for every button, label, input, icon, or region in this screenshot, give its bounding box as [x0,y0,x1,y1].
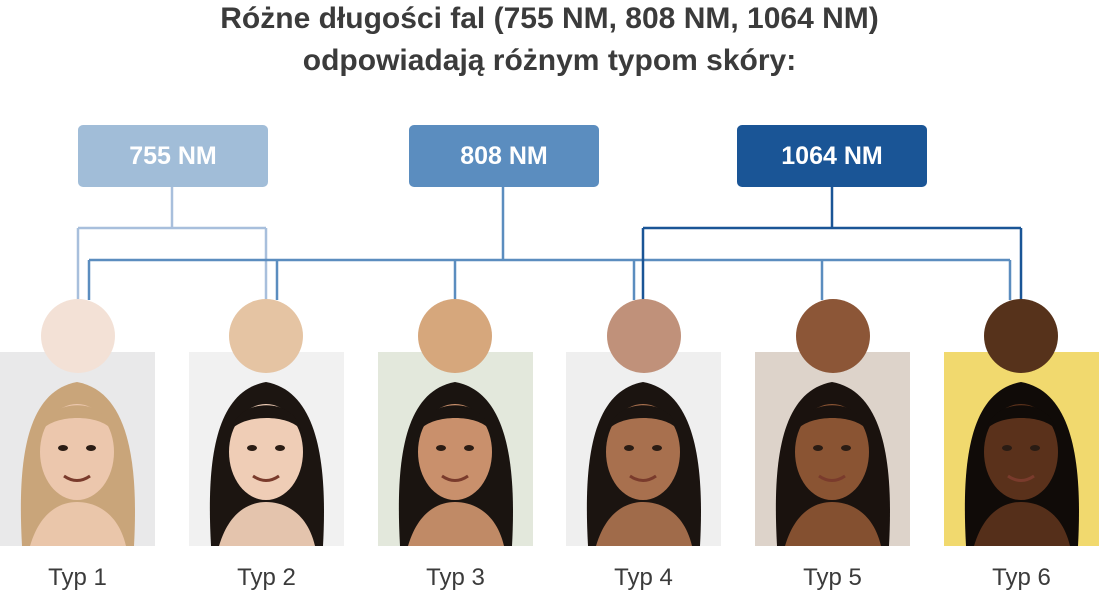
left-eye [247,445,257,451]
wavelength-808-box: 808 NM [409,125,599,187]
type-label-4: Typ 4 [566,563,721,593]
right-eye [652,445,662,451]
right-eye [841,445,851,451]
right-eye [464,445,474,451]
portrait-type-2 [189,352,344,546]
type-label-2: Typ 2 [189,563,344,593]
portrait-type-3 [378,352,533,546]
wavelength-1064-box: 1064 NM [737,125,927,187]
connector-755 [78,187,266,300]
skin-swatch-type-4 [607,299,681,373]
wavelength-755-label: 755 NM [129,142,217,171]
type-label-6: Typ 6 [944,563,1099,593]
skin-swatch-type-1 [41,299,115,373]
left-eye [813,445,823,451]
right-eye [1030,445,1040,451]
left-eye [58,445,68,451]
skin-swatch-type-6 [984,299,1058,373]
left-eye [1002,445,1012,451]
type-label-5: Typ 5 [755,563,910,593]
type-label-3: Typ 3 [378,563,533,593]
skin-swatch-type-5 [796,299,870,373]
wavelength-1064-label: 1064 NM [781,142,882,171]
portrait-type-1 [0,352,155,546]
connector-808 [89,187,1010,300]
skin-swatch-type-3 [418,299,492,373]
portrait-type-5 [755,352,910,546]
skin-swatch-type-2 [229,299,303,373]
portrait-type-4 [566,352,721,546]
right-eye [86,445,96,451]
left-eye [436,445,446,451]
connector-1064 [643,187,1021,300]
type-label-1: Typ 1 [0,563,155,593]
portrait-type-6 [944,352,1099,546]
left-eye [624,445,634,451]
right-eye [275,445,285,451]
wavelength-755-box: 755 NM [78,125,268,187]
wavelength-808-label: 808 NM [460,142,548,171]
